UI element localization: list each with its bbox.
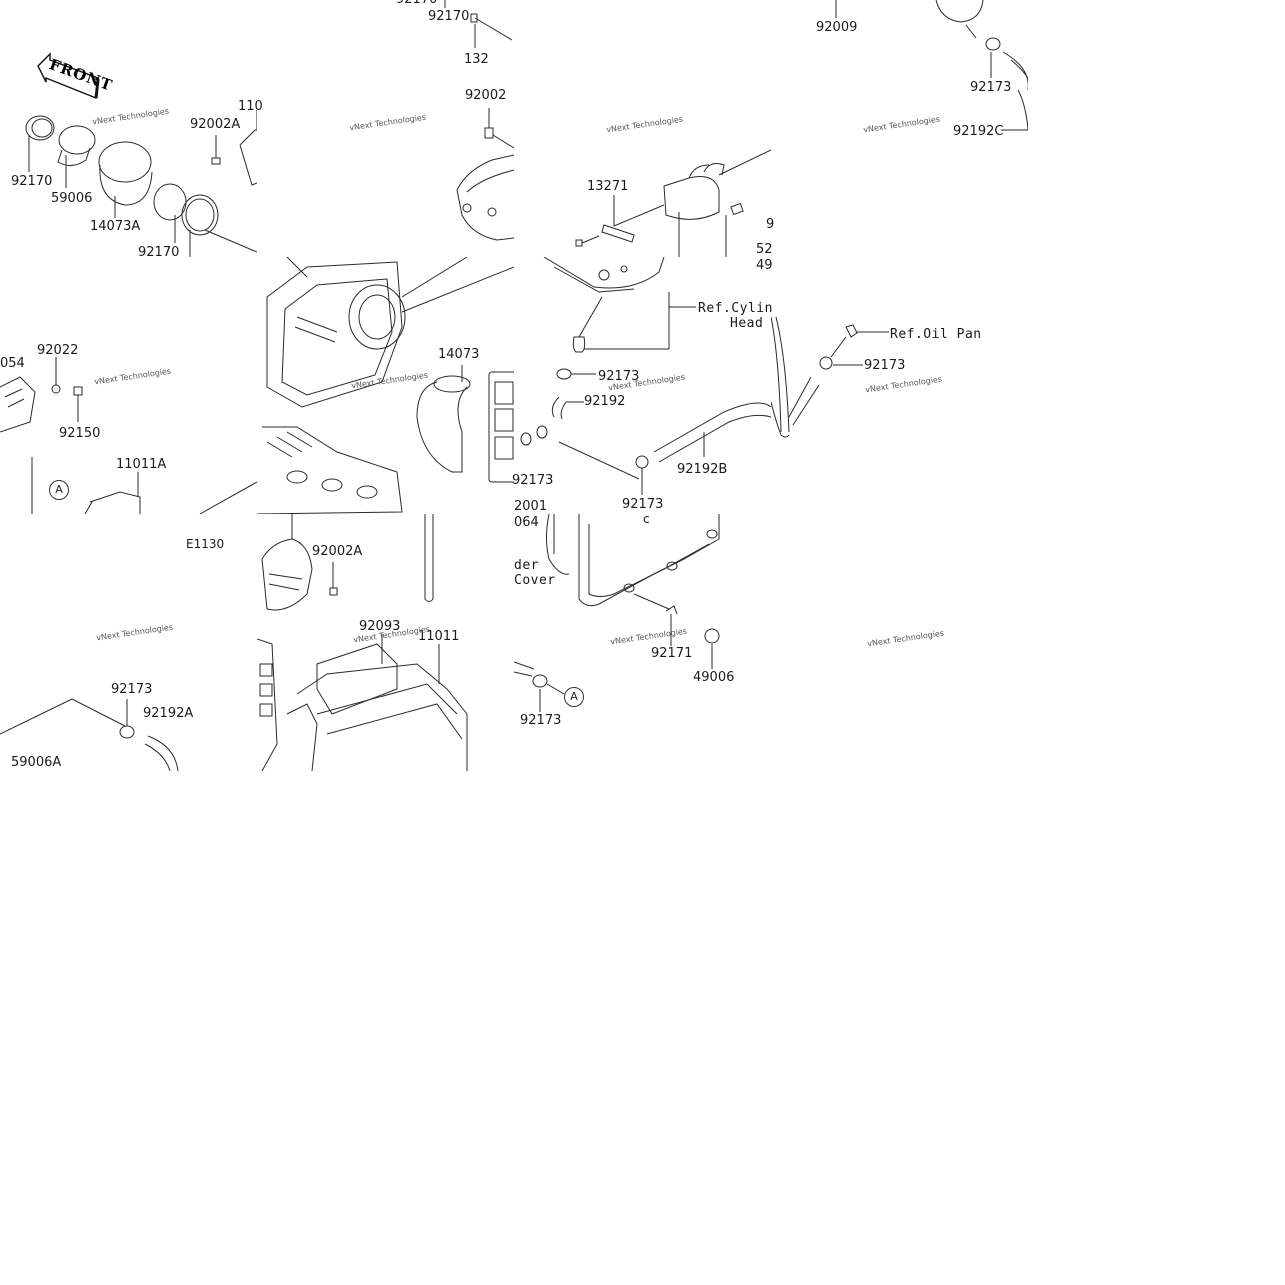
part-number-label[interactable]: 92173	[520, 713, 562, 728]
part-number-label[interactable]: 92192C	[953, 124, 1004, 139]
tile-4-drawing	[835, 0, 1028, 131]
diagram-tile-3	[514, 0, 771, 257]
part-number-label[interactable]: 92170	[396, 0, 437, 7]
part-number-label[interactable]: 92170	[11, 174, 53, 189]
part-number-label[interactable]: 92173	[512, 473, 554, 488]
part-number-label[interactable]: 92192	[584, 394, 626, 409]
callout-a-circle: A	[49, 480, 69, 500]
part-number-label[interactable]: 92192A	[143, 706, 194, 721]
part-number-label[interactable]: 92022	[37, 343, 79, 358]
diagram-tile-9	[0, 514, 257, 771]
part-number-label[interactable]: 14073A	[90, 219, 141, 234]
part-number-label[interactable]: 92170	[138, 245, 180, 260]
tile-2-drawing	[444, 0, 514, 241]
tile-1-drawing	[25, 110, 257, 257]
ref-cover-label-2: Cover	[514, 573, 556, 588]
watermark: vNext Technologies	[866, 628, 945, 649]
diagram-tile-11: A	[514, 514, 771, 771]
tile-5-drawing	[0, 357, 257, 514]
part-number-label[interactable]: 064	[514, 515, 539, 530]
part-number-label[interactable]: 92173	[970, 80, 1012, 95]
part-number-label[interactable]: 13271	[587, 179, 629, 194]
tile-6-drawing	[257, 257, 514, 514]
part-number-label[interactable]: 11011	[418, 629, 460, 644]
diagram-tile-4	[771, 0, 1028, 257]
front-arrow-icon	[37, 52, 100, 99]
diagram-tile-8	[771, 257, 1028, 514]
ref-oil-pan-label: Ref.Oil Pan	[890, 327, 982, 342]
part-number-label[interactable]: 49	[756, 258, 773, 273]
part-number-label[interactable]: 92170	[428, 9, 470, 24]
part-number-label[interactable]: 9	[766, 217, 775, 232]
part-number-label[interactable]: 92002A	[312, 544, 363, 559]
tile-8-drawing	[771, 316, 889, 438]
part-number-label[interactable]: E1130	[186, 537, 225, 551]
part-number-label[interactable]: 52	[756, 242, 773, 257]
diagram-tile-5: A	[0, 257, 257, 514]
ref-cylinder-head-label: Ref.Cylin	[698, 301, 773, 316]
part-number-label[interactable]: 14073	[438, 347, 480, 362]
part-number-label[interactable]: 92173	[111, 682, 153, 697]
part-number-label[interactable]: 110	[238, 99, 263, 114]
diagram-tile-1: FRONT	[0, 0, 257, 257]
ref-cover-label: der	[514, 558, 539, 573]
part-number-label[interactable]: 92192B	[677, 462, 728, 477]
tile-10-drawing	[257, 514, 468, 771]
tile-11-drawing	[514, 514, 720, 712]
callout-c-label: c	[643, 512, 650, 526]
part-number-label[interactable]: 92173	[622, 497, 664, 512]
diagram-tile-6	[257, 257, 514, 514]
part-number-label[interactable]: 92002A	[190, 117, 241, 132]
tile-3-drawing	[575, 149, 771, 257]
part-number-label[interactable]: 92173	[864, 358, 906, 373]
front-direction-badge: FRONT	[36, 52, 115, 100]
part-number-label[interactable]: 2001	[514, 499, 548, 514]
part-number-label[interactable]: 92150	[59, 426, 101, 441]
diagram-tile-2	[257, 0, 514, 257]
part-number-label[interactable]: 92171	[651, 646, 693, 661]
diagram-tile-7	[514, 257, 771, 514]
part-number-label[interactable]: 054	[0, 356, 25, 371]
tile-7-drawing	[520, 257, 771, 495]
part-number-label[interactable]: 59006	[51, 191, 93, 206]
part-number-label[interactable]: 49006	[693, 670, 735, 685]
part-number-label[interactable]: 132	[464, 52, 489, 67]
tile-9-drawing	[0, 698, 179, 771]
callout-a-circle-2: A	[564, 687, 584, 707]
diagram-tile-10	[257, 514, 514, 771]
part-number-label[interactable]: 59006A	[11, 755, 62, 770]
part-number-label[interactable]: 92093	[359, 619, 401, 634]
part-number-label[interactable]: 11011A	[116, 457, 167, 472]
part-number-label[interactable]: 92009	[816, 20, 858, 35]
part-number-label[interactable]: 92173	[598, 369, 640, 384]
ref-cylinder-head-label-2: Head	[730, 316, 764, 331]
part-number-label[interactable]: 92002	[465, 88, 507, 103]
